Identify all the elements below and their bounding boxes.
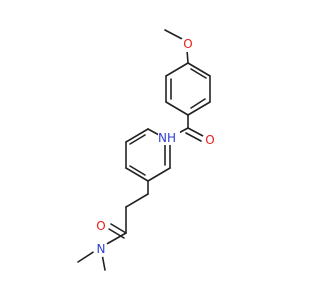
bond-o-ring: [186, 49, 189, 64]
bond-ring1-inner-1: [190, 68, 207, 79]
atom-label-o-methoxy: O: [183, 37, 192, 51]
atom-label-o-amide-top: O: [205, 133, 214, 147]
bond-ring2-c: [125, 167, 149, 182]
bond-ring2-inner-2: [129, 165, 146, 176]
atom-chain-oxygen: O: [93, 218, 109, 234]
atom-layer: O NH O O N: [93, 36, 218, 257]
atom-dimethyl-nitrogen: N: [93, 241, 109, 257]
molecule-structure: O NH O O N: [77, 29, 218, 271]
atom-label-o-amide-bottom: O: [96, 219, 105, 233]
bond-carbonyl-o-1: [187, 127, 204, 137]
bond-carbonyl-o-2: [185, 132, 202, 142]
bond-methyl-o: [164, 29, 185, 41]
atom-label-n-dimethyl: N: [97, 242, 106, 256]
bond-ring1-c: [187, 101, 211, 116]
bond-ch2-ch2: [125, 193, 149, 208]
bond-c2-n: [104, 232, 127, 246]
atom-methoxy-oxygen: O: [180, 36, 196, 52]
bond-ring1-inner-2: [190, 98, 206, 109]
bond-ring2-e: [125, 128, 149, 143]
bond-c2-o-2: [108, 228, 125, 239]
atom-label-nh: NH: [158, 131, 176, 145]
bond-ring1-d: [165, 101, 189, 116]
bond-layer: [77, 29, 211, 271]
bond-ring1-f: [165, 62, 189, 77]
atom-amide-nitrogen: NH: [158, 129, 180, 145]
bond-c2-o-1: [110, 223, 127, 234]
bond-ring1-a: [187, 62, 211, 77]
molecule-diagram: O NH O O N: [77, 29, 218, 271]
bond-ring2-inner-3: [129, 134, 146, 145]
bond-ring2-b: [147, 167, 171, 182]
atom-amide-oxygen: O: [202, 132, 218, 148]
